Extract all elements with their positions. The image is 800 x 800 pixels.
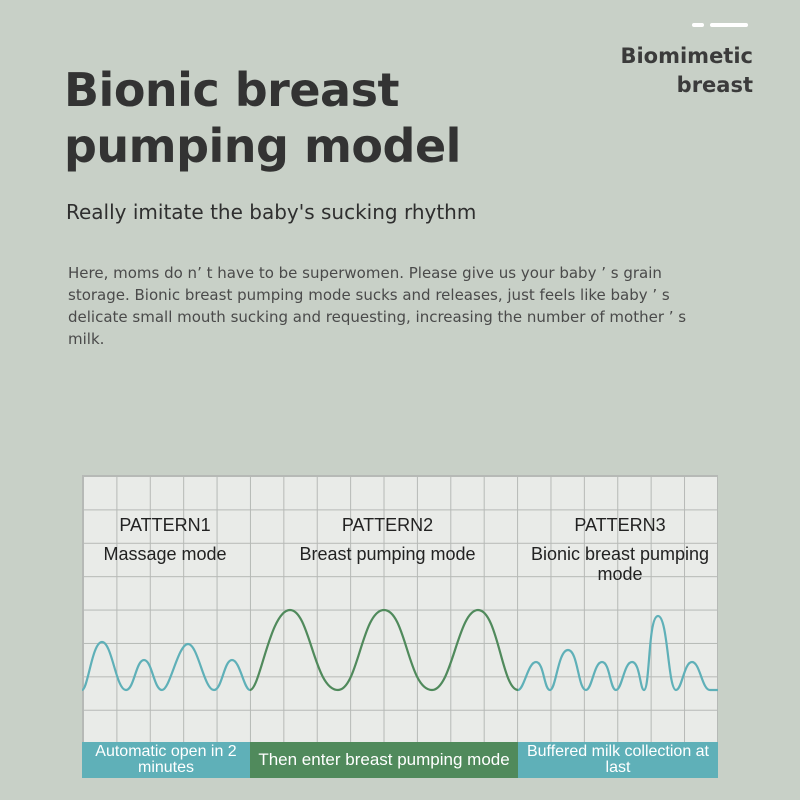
page-title: Bionic breast pumping model	[64, 63, 461, 173]
wave-bionic	[517, 614, 718, 692]
footer-step-2: Then enter breast pumping mode	[250, 742, 518, 778]
pattern-2-mode: Breast pumping mode	[299, 544, 476, 564]
suction-waveform	[82, 608, 718, 692]
wave-massage	[82, 640, 251, 692]
wave-pumping	[249, 608, 519, 692]
pattern-3-title: PATTERN3	[574, 515, 666, 535]
pattern-3: PATTERN3 Bionic breast pumping mode	[520, 514, 720, 584]
footer-step-3: Buffered milk collection at last	[518, 742, 718, 778]
pattern-1-mode: Massage mode	[103, 544, 227, 564]
footer-step-1: Automatic open in 2 minutes	[82, 742, 250, 778]
wave-grid	[82, 475, 718, 743]
pattern-2: PATTERN2 Breast pumping mode	[285, 514, 490, 564]
subtitle: Really imitate the baby's sucking rhythm	[66, 200, 477, 224]
dash-short	[692, 23, 704, 27]
top-dashes	[692, 23, 748, 29]
body-text: Here, moms do n’ t have to be superwomen…	[68, 264, 687, 348]
pattern-1: PATTERN1 Massage mode	[90, 514, 240, 564]
brand-tag: Biomimetic breast	[620, 44, 753, 97]
pattern-1-title: PATTERN1	[119, 515, 211, 535]
dash-long	[710, 23, 748, 27]
pattern-2-title: PATTERN2	[341, 515, 434, 535]
pattern-3-mode: Bionic breast pumping mode	[530, 544, 710, 584]
